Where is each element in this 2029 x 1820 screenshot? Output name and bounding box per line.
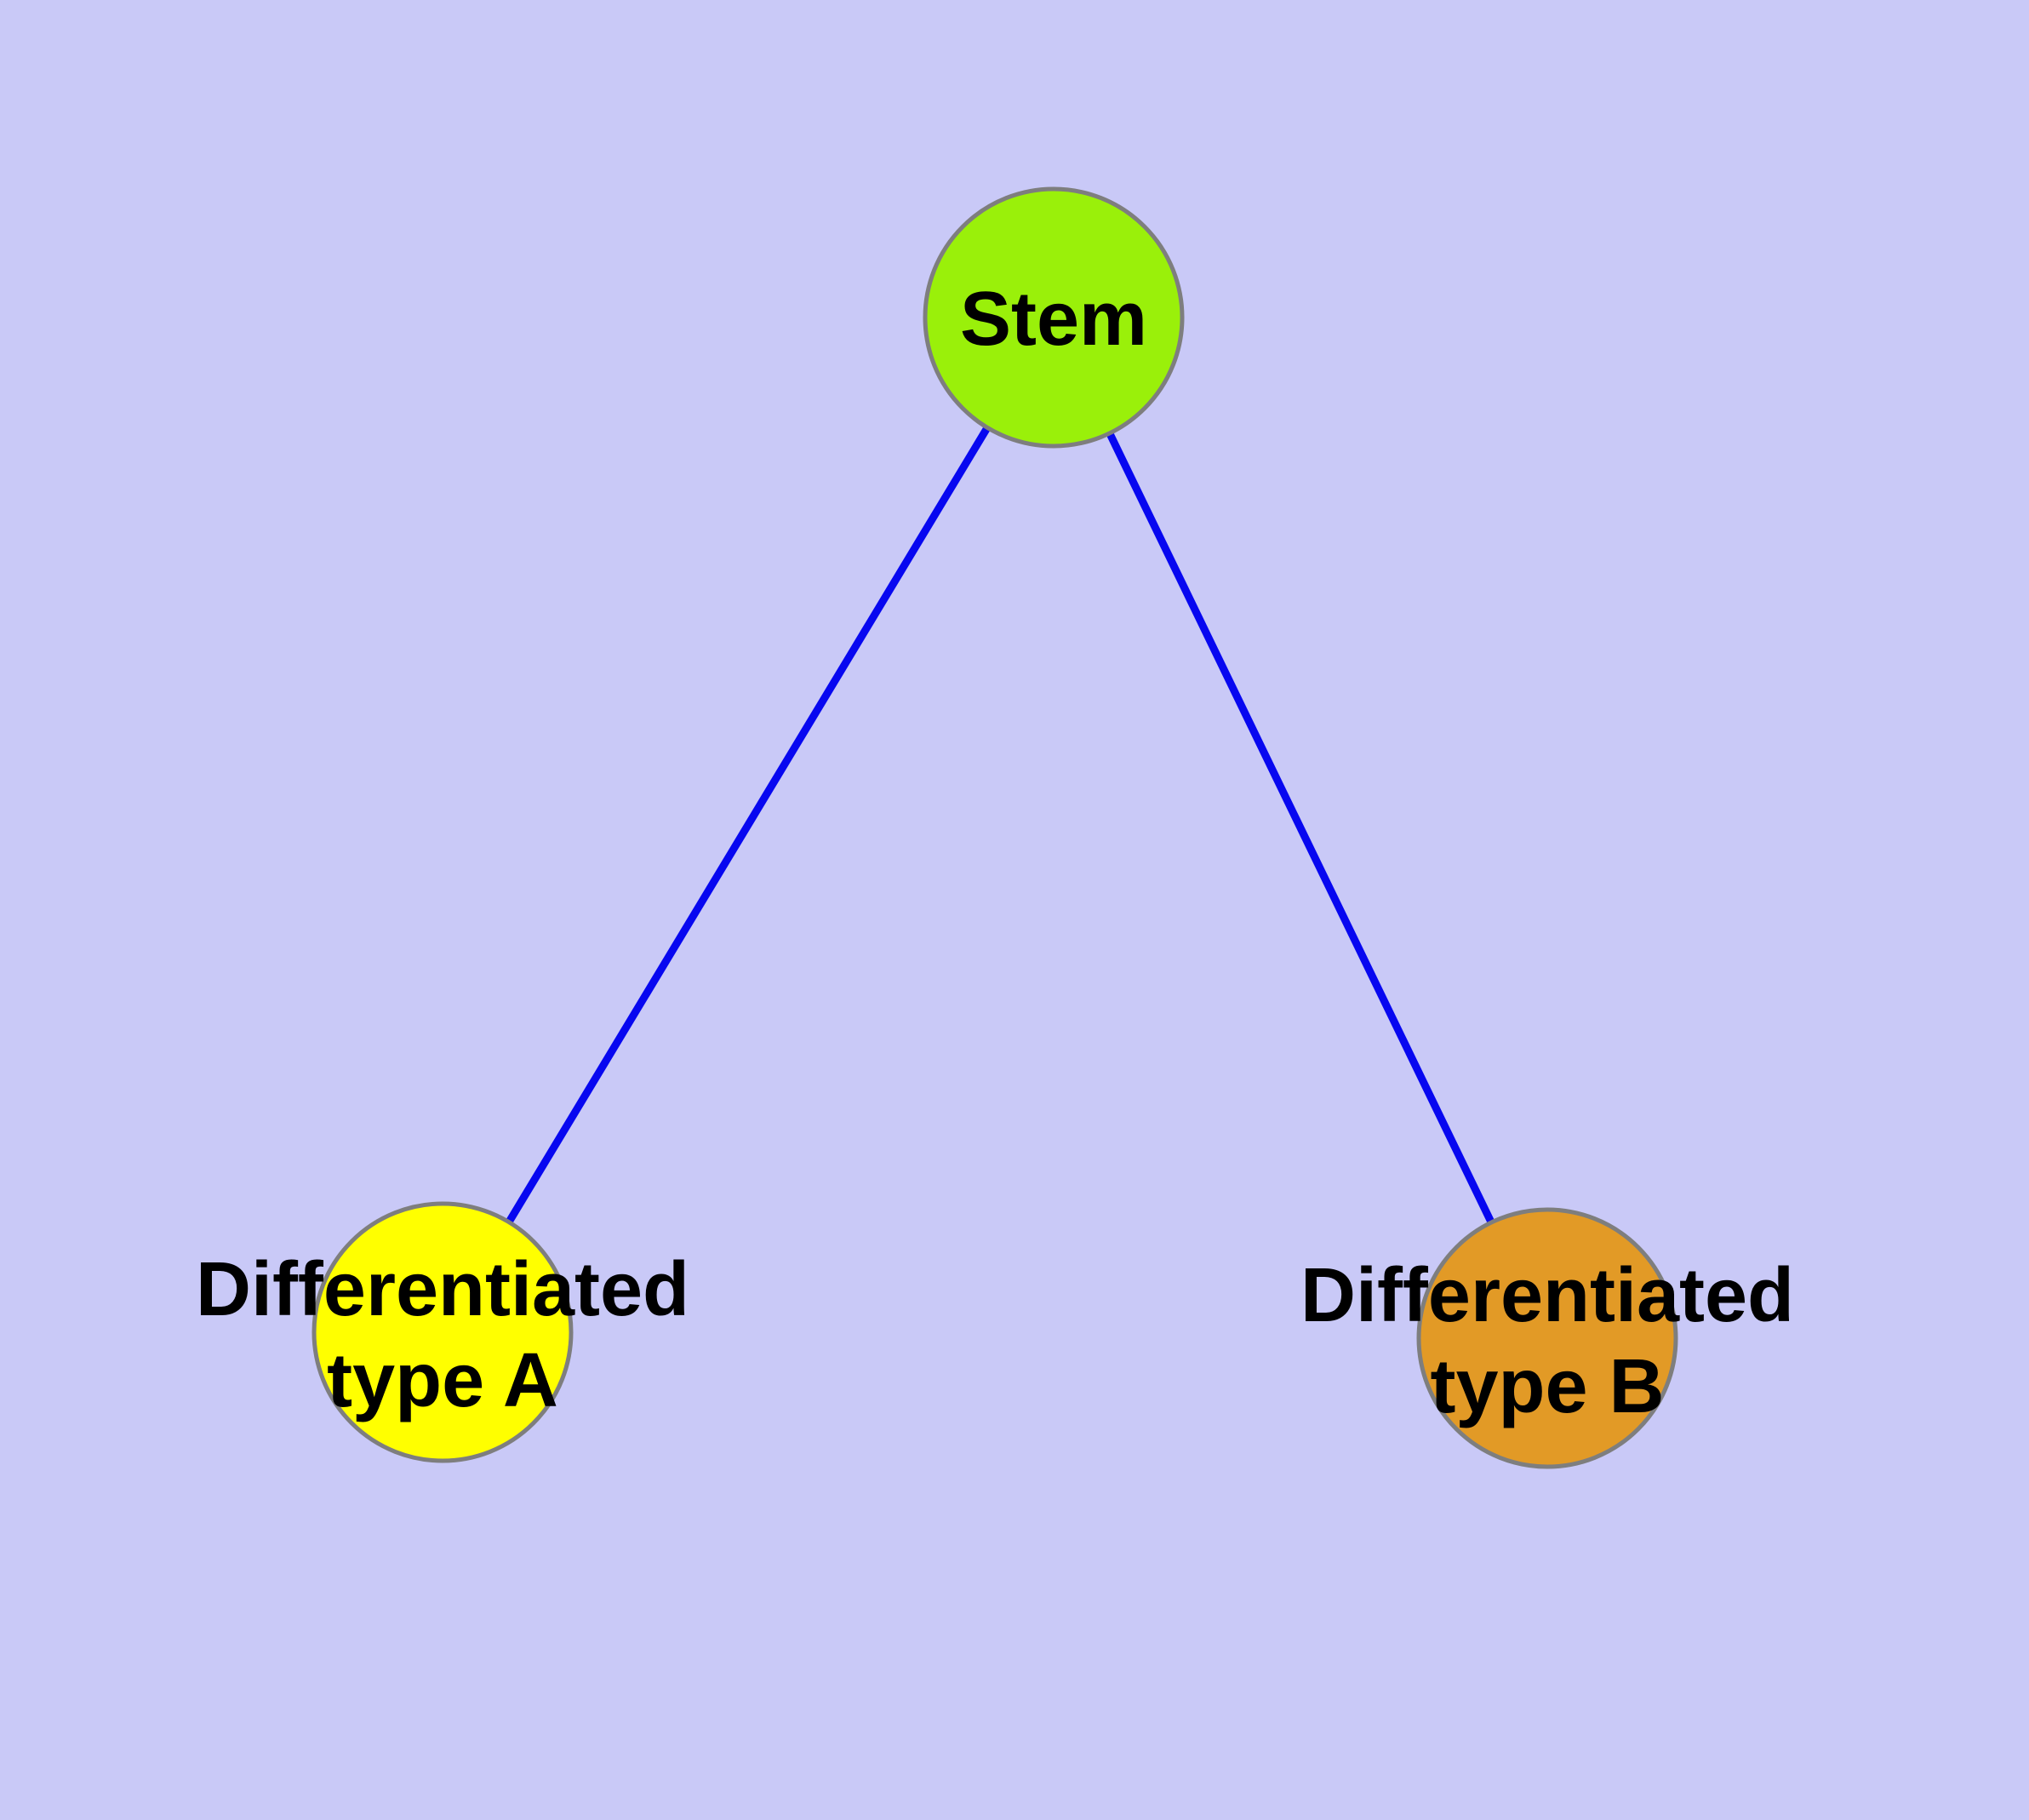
node-differentiated-type-a-label-line1: Differentiated — [196, 1247, 689, 1332]
edge-layer — [439, 315, 1552, 1340]
label-layer: Stem Differentiated type A Differentiate… — [196, 277, 1794, 1429]
node-stem-label: Stem — [960, 277, 1147, 362]
node-differentiated-type-b[interactable] — [1416, 1207, 1678, 1469]
edge-stem-to-type-b — [1049, 316, 1552, 1340]
node-stem[interactable] — [923, 186, 1185, 449]
node-differentiated-type-a[interactable] — [311, 1201, 574, 1463]
node-differentiated-type-b-label-line2: type B — [1430, 1344, 1664, 1429]
node-differentiated-type-b-label-line1: Differentiated — [1300, 1253, 1794, 1338]
edge-stem-to-type-a — [439, 315, 1057, 1335]
node-differentiated-type-a-label-line2: type A — [327, 1338, 558, 1423]
node-layer — [311, 186, 1678, 1469]
